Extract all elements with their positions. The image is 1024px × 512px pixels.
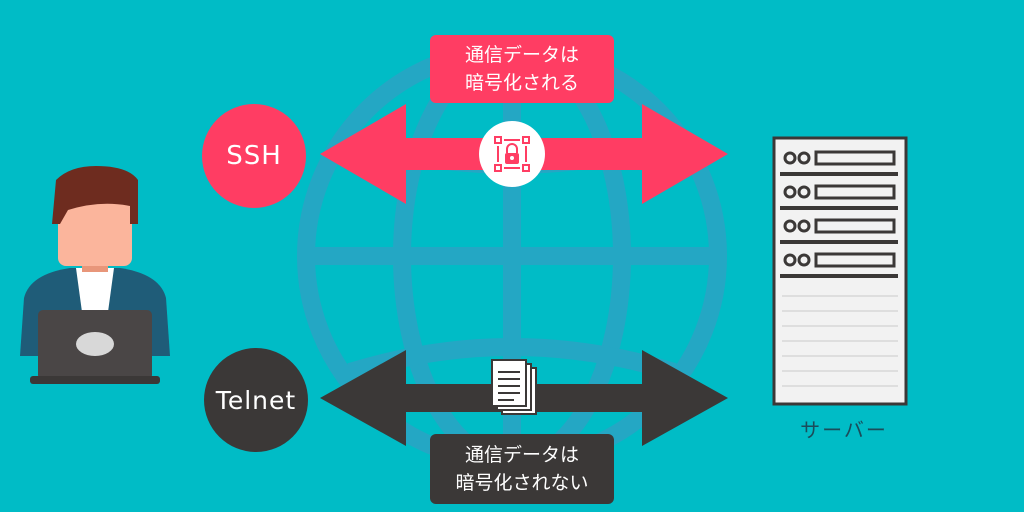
server-icon bbox=[772, 136, 908, 406]
server-caption: サーバー bbox=[800, 418, 888, 442]
ssh-caption-line1: 通信データは bbox=[464, 44, 579, 66]
user-laptop-icon bbox=[20, 166, 170, 384]
ssh-caption-line2: 暗号化される bbox=[464, 72, 579, 94]
telnet-caption-line1: 通信データは bbox=[464, 444, 579, 466]
ssh-label-text: SSH bbox=[226, 141, 282, 171]
telnet-label-text: Telnet bbox=[215, 385, 297, 415]
telnet-caption-line2: 暗号化されない bbox=[455, 472, 589, 494]
telnet-label: Telnet bbox=[204, 348, 308, 452]
ssh-caption: 通信データは 暗号化される bbox=[430, 35, 614, 103]
telnet-caption: 通信データは 暗号化されない bbox=[430, 434, 614, 504]
document-icon bbox=[491, 359, 537, 415]
ssh-label: SSH bbox=[202, 104, 306, 208]
lock-icon bbox=[479, 121, 545, 187]
